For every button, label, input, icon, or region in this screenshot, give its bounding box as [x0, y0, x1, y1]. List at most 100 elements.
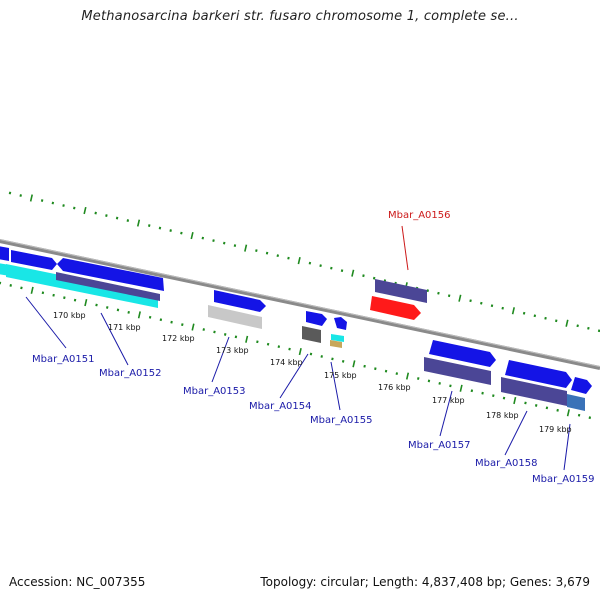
- minor-tick: [319, 264, 322, 268]
- inner-tick-marks: [0, 281, 592, 420]
- gene-label-mbar-a0151[interactable]: Mbar_A0151: [32, 354, 95, 365]
- minor-tick: [534, 404, 538, 407]
- gene-labels: Mbar_A0151 Mbar_A0152 Mbar_A0153 Mbar_A0…: [32, 210, 595, 485]
- minor-tick: [556, 408, 559, 412]
- minor-tick: [62, 204, 65, 207]
- leader-line: [563, 423, 571, 471]
- major-tick: [244, 244, 248, 252]
- gene-feature[interactable]: [330, 340, 342, 348]
- major-tick: [405, 372, 410, 380]
- minor-tick: [52, 293, 55, 297]
- gene-feature[interactable]: [375, 279, 427, 303]
- gene-label-mbar-a0159[interactable]: Mbar_A0159: [532, 474, 595, 485]
- gene-feature[interactable]: [334, 317, 347, 330]
- gene-label-mbar-a0158[interactable]: Mbar_A0158: [475, 458, 538, 469]
- minor-tick: [524, 401, 527, 405]
- leader-line: [100, 312, 129, 366]
- minor-tick: [105, 214, 108, 217]
- major-tick: [137, 311, 141, 319]
- minor-tick: [501, 306, 504, 310]
- minor-tick: [73, 206, 76, 210]
- gene-feature[interactable]: [424, 357, 491, 385]
- gene-feature[interactable]: [571, 377, 592, 394]
- gene-feature[interactable]: [56, 272, 160, 301]
- minor-tick: [212, 239, 215, 242]
- minor-tick: [147, 224, 151, 227]
- minor-tick: [470, 389, 474, 393]
- major-tick: [565, 319, 569, 327]
- minor-tick: [265, 251, 269, 255]
- minor-tick: [331, 357, 334, 361]
- gene-feature[interactable]: [6, 264, 55, 287]
- outer-tick-marks: [8, 191, 600, 333]
- gene-label-mbar-a0153[interactable]: Mbar_A0153: [183, 386, 246, 397]
- minor-tick: [63, 296, 66, 300]
- minor-tick: [266, 342, 270, 346]
- minor-tick: [73, 298, 77, 302]
- minor-tick: [341, 359, 345, 363]
- minor-tick: [105, 306, 109, 309]
- minor-tick: [234, 335, 238, 339]
- gene-label-mbar-a0157[interactable]: Mbar_A0157: [408, 440, 471, 451]
- minor-tick: [94, 211, 97, 215]
- gene-feature[interactable]: [370, 296, 421, 320]
- gene-feature[interactable]: [302, 326, 321, 343]
- gene-feature[interactable]: [214, 290, 266, 312]
- chromosome-backbone: [0, 239, 600, 370]
- scale-label: 170 kbp: [53, 311, 86, 320]
- major-tick: [297, 257, 301, 265]
- gene-feature[interactable]: [429, 340, 496, 367]
- minor-tick: [362, 274, 365, 278]
- minor-tick: [213, 330, 216, 334]
- minor-tick: [222, 241, 226, 245]
- minor-tick: [40, 199, 44, 202]
- scale-label: 179 kbp: [539, 425, 572, 434]
- gene-label-mbar-a0155[interactable]: Mbar_A0155: [310, 415, 373, 426]
- minor-tick: [522, 311, 526, 315]
- minor-tick: [19, 194, 22, 197]
- gene-feature[interactable]: [501, 377, 567, 406]
- gene-feature[interactable]: [306, 311, 327, 326]
- minor-tick: [180, 231, 183, 235]
- gene-feature[interactable]: [0, 246, 9, 261]
- gene-feature[interactable]: [11, 250, 57, 270]
- major-tick: [511, 307, 515, 315]
- minor-tick: [490, 304, 494, 308]
- minor-tick: [597, 329, 600, 333]
- minor-tick: [202, 328, 205, 331]
- minor-tick: [95, 303, 98, 307]
- minor-tick: [363, 364, 366, 368]
- minor-tick: [438, 382, 441, 385]
- major-tick: [191, 323, 195, 331]
- map-title: Methanosarcina barkeri str. fusaro chrom…: [81, 9, 519, 24]
- gene-feature[interactable]: [208, 305, 262, 329]
- minor-tick: [116, 308, 120, 312]
- leader-line: [25, 296, 67, 349]
- gene-feature[interactable]: [57, 258, 164, 291]
- minor-tick: [340, 269, 344, 273]
- major-tick: [298, 347, 302, 356]
- scale-label: 171 kbp: [108, 323, 141, 332]
- minor-tick: [502, 396, 506, 400]
- gene-feature[interactable]: [331, 334, 344, 342]
- scale-label: 172 kbp: [162, 334, 195, 343]
- gene-label-mbar-a0152[interactable]: Mbar_A0152: [99, 368, 162, 379]
- minor-tick: [159, 318, 163, 322]
- minor-tick: [51, 201, 55, 205]
- minor-tick: [276, 254, 280, 258]
- gene-feature[interactable]: [505, 360, 572, 388]
- minor-tick: [169, 229, 172, 232]
- gene-label-mbar-a0154[interactable]: Mbar_A0154: [249, 401, 312, 412]
- gene-feature[interactable]: [567, 394, 585, 411]
- minor-tick: [126, 219, 130, 222]
- minor-tick: [170, 320, 173, 324]
- minor-tick: [426, 289, 429, 293]
- minor-tick: [555, 319, 558, 323]
- major-tick: [84, 298, 88, 307]
- major-tick: [30, 286, 34, 294]
- minor-tick: [256, 340, 259, 344]
- gene-label-mbar-a0156[interactable]: Mbar_A0156: [388, 210, 451, 221]
- minor-tick: [545, 406, 549, 410]
- minor-tick: [447, 294, 451, 298]
